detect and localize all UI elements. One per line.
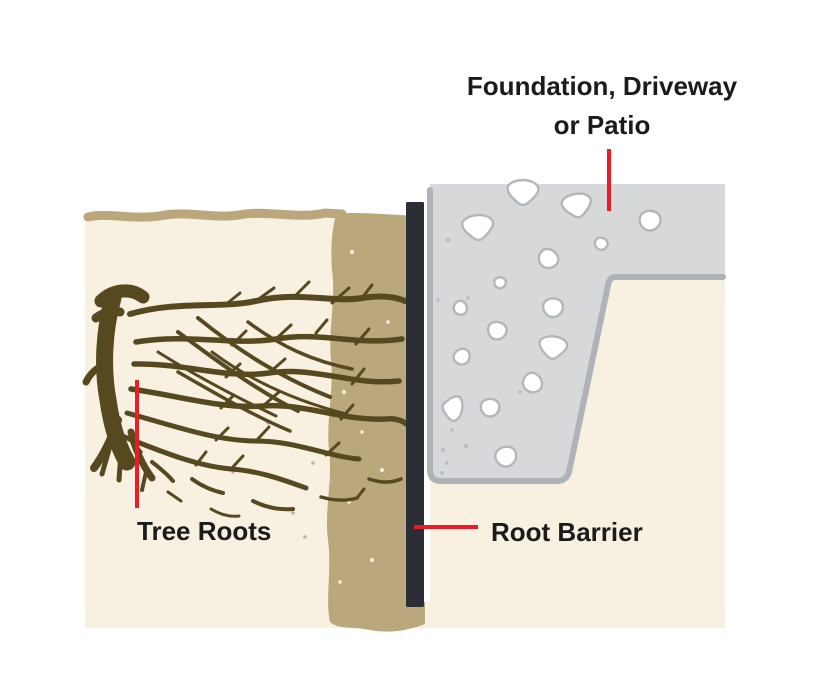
root-barrier-leader-line bbox=[414, 525, 478, 529]
foundation-label-line2: or Patio bbox=[553, 110, 651, 140]
foundation-leader-line bbox=[607, 149, 611, 211]
ground-surface-line bbox=[83, 208, 347, 222]
root-barrier-label: Root Barrier bbox=[491, 517, 643, 547]
tree-roots-leader-line bbox=[135, 380, 139, 508]
foundation-label: Foundation, Driveway or Patio bbox=[430, 67, 774, 145]
tree-roots-label: Tree Roots bbox=[137, 516, 272, 546]
soil-column bbox=[326, 213, 425, 632]
concrete-foundation bbox=[427, 178, 726, 484]
root-barrier-bar bbox=[406, 202, 424, 607]
foundation-label-line1: Foundation, Driveway bbox=[466, 71, 738, 101]
concrete-speckles bbox=[436, 238, 522, 475]
tree-roots-drawing bbox=[82, 280, 411, 518]
